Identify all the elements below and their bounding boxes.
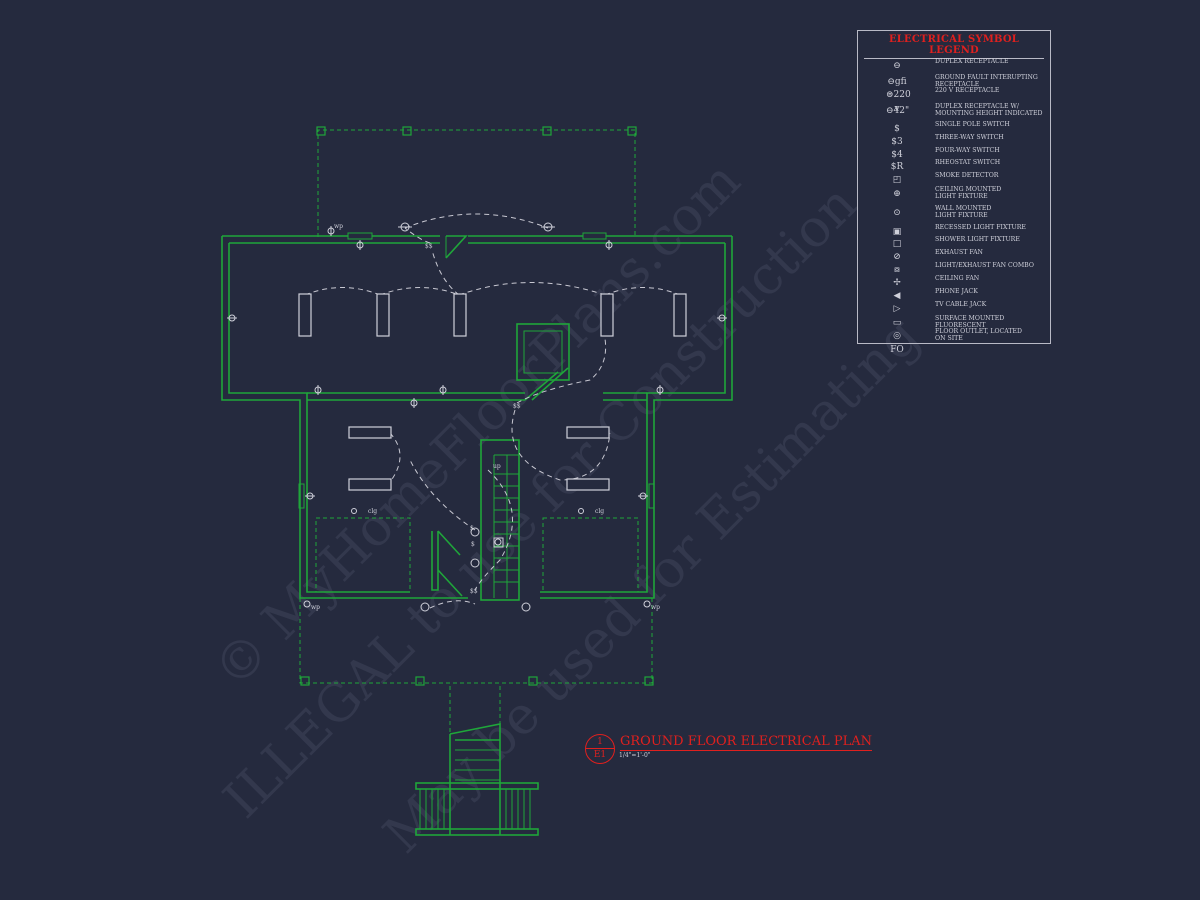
svg-text:$$: $$ xyxy=(425,243,433,250)
exterior-steps xyxy=(415,723,539,836)
light-fixtures xyxy=(298,222,687,612)
four-way-switch-icon: $4 xyxy=(891,150,903,160)
front-porch-outline xyxy=(299,598,654,740)
legend-label: SMOKE DETECTOR xyxy=(935,172,999,179)
legend-label: CEILING MOUNTED LIGHT FIXTURE xyxy=(935,186,1002,200)
legend-row: ◀ PHONE JACK xyxy=(858,288,1052,303)
detail-number: 1 xyxy=(597,737,603,747)
mounted-receptacle-icon: ⊖42" xyxy=(886,106,910,116)
legend-row: ▣ RECESSED LIGHT FIXTURE xyxy=(858,224,1052,239)
legend-row: ⊘ EXHAUST FAN xyxy=(858,249,1052,264)
legend-label: FOUR-WAY SWITCH xyxy=(935,147,1000,154)
front-entry xyxy=(410,530,468,599)
legend-row: ✢ CEILING FAN xyxy=(858,275,1052,290)
rear-porch-outline xyxy=(316,126,637,237)
svg-text:$$: $$ xyxy=(470,588,478,595)
ceiling-fan-icon: ✢ xyxy=(893,278,901,288)
wp-label: wp xyxy=(651,604,660,611)
wall-light-icon: ⊙ xyxy=(893,208,901,218)
legend-label: 220 V RECEPTACLE xyxy=(935,87,1000,94)
legend-row: ▷ TV CABLE JACK xyxy=(858,301,1052,316)
gfi-receptacle-icon: ⊖gfi xyxy=(887,77,907,87)
legend-row: $4 FOUR-WAY SWITCH xyxy=(858,147,1052,162)
legend-row: ⊖42" DUPLEX RECEPTACLE W/ MOUNTING HEIGHT… xyxy=(858,103,1052,118)
legend-label: CEILING FAN xyxy=(935,275,980,282)
legend-label: LIGHT/EXHAUST FAN COMBO xyxy=(935,262,1034,269)
drawing-title: GROUND FLOOR ELECTRICAL PLAN xyxy=(620,734,873,751)
wiring xyxy=(304,213,681,609)
legend-label: FLOOR OUTLET, LOCATED ON SITE xyxy=(935,328,1023,342)
porch-post xyxy=(316,126,326,136)
clg-label: clg xyxy=(368,508,377,515)
tv-cable-jack-icon: ▷ xyxy=(893,304,901,314)
legend-label: SINGLE POLE SWITCH xyxy=(935,121,1010,128)
legend-label: SHOWER LIGHT FIXTURE xyxy=(935,236,1020,243)
legend-row: $ SINGLE POLE SWITCH xyxy=(858,121,1052,136)
porch-post xyxy=(627,126,637,136)
legend-row: $R RHEOSTAT SWITCH xyxy=(858,159,1052,174)
wp-label: wp xyxy=(311,604,320,611)
legend-title: ELECTRICAL SYMBOL LEGEND xyxy=(864,34,1044,59)
three-way-switch-icon: $3 xyxy=(891,137,903,147)
legend-row: $3 THREE-WAY SWITCH xyxy=(858,134,1052,149)
light-exhaust-fan-icon: ⧇ xyxy=(894,265,900,275)
svg-text:$: $ xyxy=(470,525,474,532)
phone-jack-icon: ◀ xyxy=(893,291,901,301)
svg-text:$$: $$ xyxy=(513,403,521,410)
legend-label: GROUND FAULT INTERUPTING RECEPTACLE xyxy=(935,74,1038,88)
legend-row: ⊙ WALL MOUNTED LIGHT FIXTURE xyxy=(858,205,1052,220)
legend-label: THREE-WAY SWITCH xyxy=(935,134,1004,141)
clg-label: clg xyxy=(595,508,604,515)
porch-post xyxy=(542,126,552,136)
drawing-scale: 1/4"=1'-0" xyxy=(619,752,651,759)
legend-row: ⧇ LIGHT/EXHAUST FAN COMBO xyxy=(858,262,1052,277)
recessed-light-icon: ▣ xyxy=(892,227,902,237)
sheet-number: E1 xyxy=(593,750,607,760)
svg-text:$: $ xyxy=(471,541,475,548)
220v-receptacle-icon: ⊜220 v xyxy=(886,90,911,114)
electrical-symbol-legend: ELECTRICAL SYMBOL LEGEND ⊖ DUPLEX RECEPTA… xyxy=(857,30,1052,355)
legend-label: PHONE JACK xyxy=(935,288,978,295)
exhaust-fan-icon: ⊘ xyxy=(893,252,901,262)
detail-bubble: 1 E1 xyxy=(585,734,615,764)
rheostat-switch-icon: $R xyxy=(890,162,904,172)
duplex-receptacle-icon: ⊖ xyxy=(893,61,901,71)
legend-row: ◰ SMOKE DETECTOR xyxy=(858,172,1052,187)
wp-label: wp xyxy=(334,223,343,230)
legend-row: □ SHOWER LIGHT FIXTURE xyxy=(858,236,1052,251)
legend-label: DUPLEX RECEPTACLE xyxy=(935,58,1009,65)
switches: $$ $$ $ $ $$ xyxy=(425,243,521,595)
porch-post xyxy=(402,126,412,136)
ceiling-light-icon: ⊕ xyxy=(893,189,901,199)
stair-up-label: up xyxy=(493,463,501,470)
legend-label: WALL MOUNTED LIGHT FIXTURE xyxy=(935,205,992,219)
smoke-detector-icon: ◰ xyxy=(892,175,902,185)
closet-outlines xyxy=(315,517,639,593)
legend-label: DUPLEX RECEPTACLE W/ MOUNTING HEIGHT IND… xyxy=(935,103,1043,117)
legend-label: RECESSED LIGHT FIXTURE xyxy=(935,224,1026,231)
receptacles xyxy=(227,226,727,608)
legend-row: ▭ SURFACE MOUNTED FLUORESCENT xyxy=(858,315,1052,330)
legend-row: ◎ FO FLOOR OUTLET, LOCATED ON SITE xyxy=(858,328,1052,355)
legend-label: EXHAUST FAN xyxy=(935,249,983,256)
shower-light-icon: □ xyxy=(892,239,902,249)
interior-stair xyxy=(480,439,520,601)
floor-outlet-icon: ◎ FO xyxy=(890,331,904,355)
fluorescent-icon: ▭ xyxy=(892,318,902,328)
chimney xyxy=(516,323,570,401)
legend-label: TV CABLE JACK xyxy=(935,301,987,308)
legend-label: RHEOSTAT SWITCH xyxy=(935,159,1001,166)
legend-label: SURFACE MOUNTED FLUORESCENT xyxy=(935,315,1005,329)
legend-row: ⊕ CEILING MOUNTED LIGHT FIXTURE xyxy=(858,186,1052,201)
legend-row: ⊜220 v 220 V RECEPTACLE xyxy=(858,87,1052,114)
legend-row: ⊖ DUPLEX RECEPTACLE xyxy=(858,58,1052,73)
legend-row: ⊖gfi GROUND FAULT INTERUPTING RECEPTACLE xyxy=(858,74,1052,89)
exterior-walls xyxy=(221,232,733,599)
single-pole-switch-icon: $ xyxy=(894,124,900,134)
